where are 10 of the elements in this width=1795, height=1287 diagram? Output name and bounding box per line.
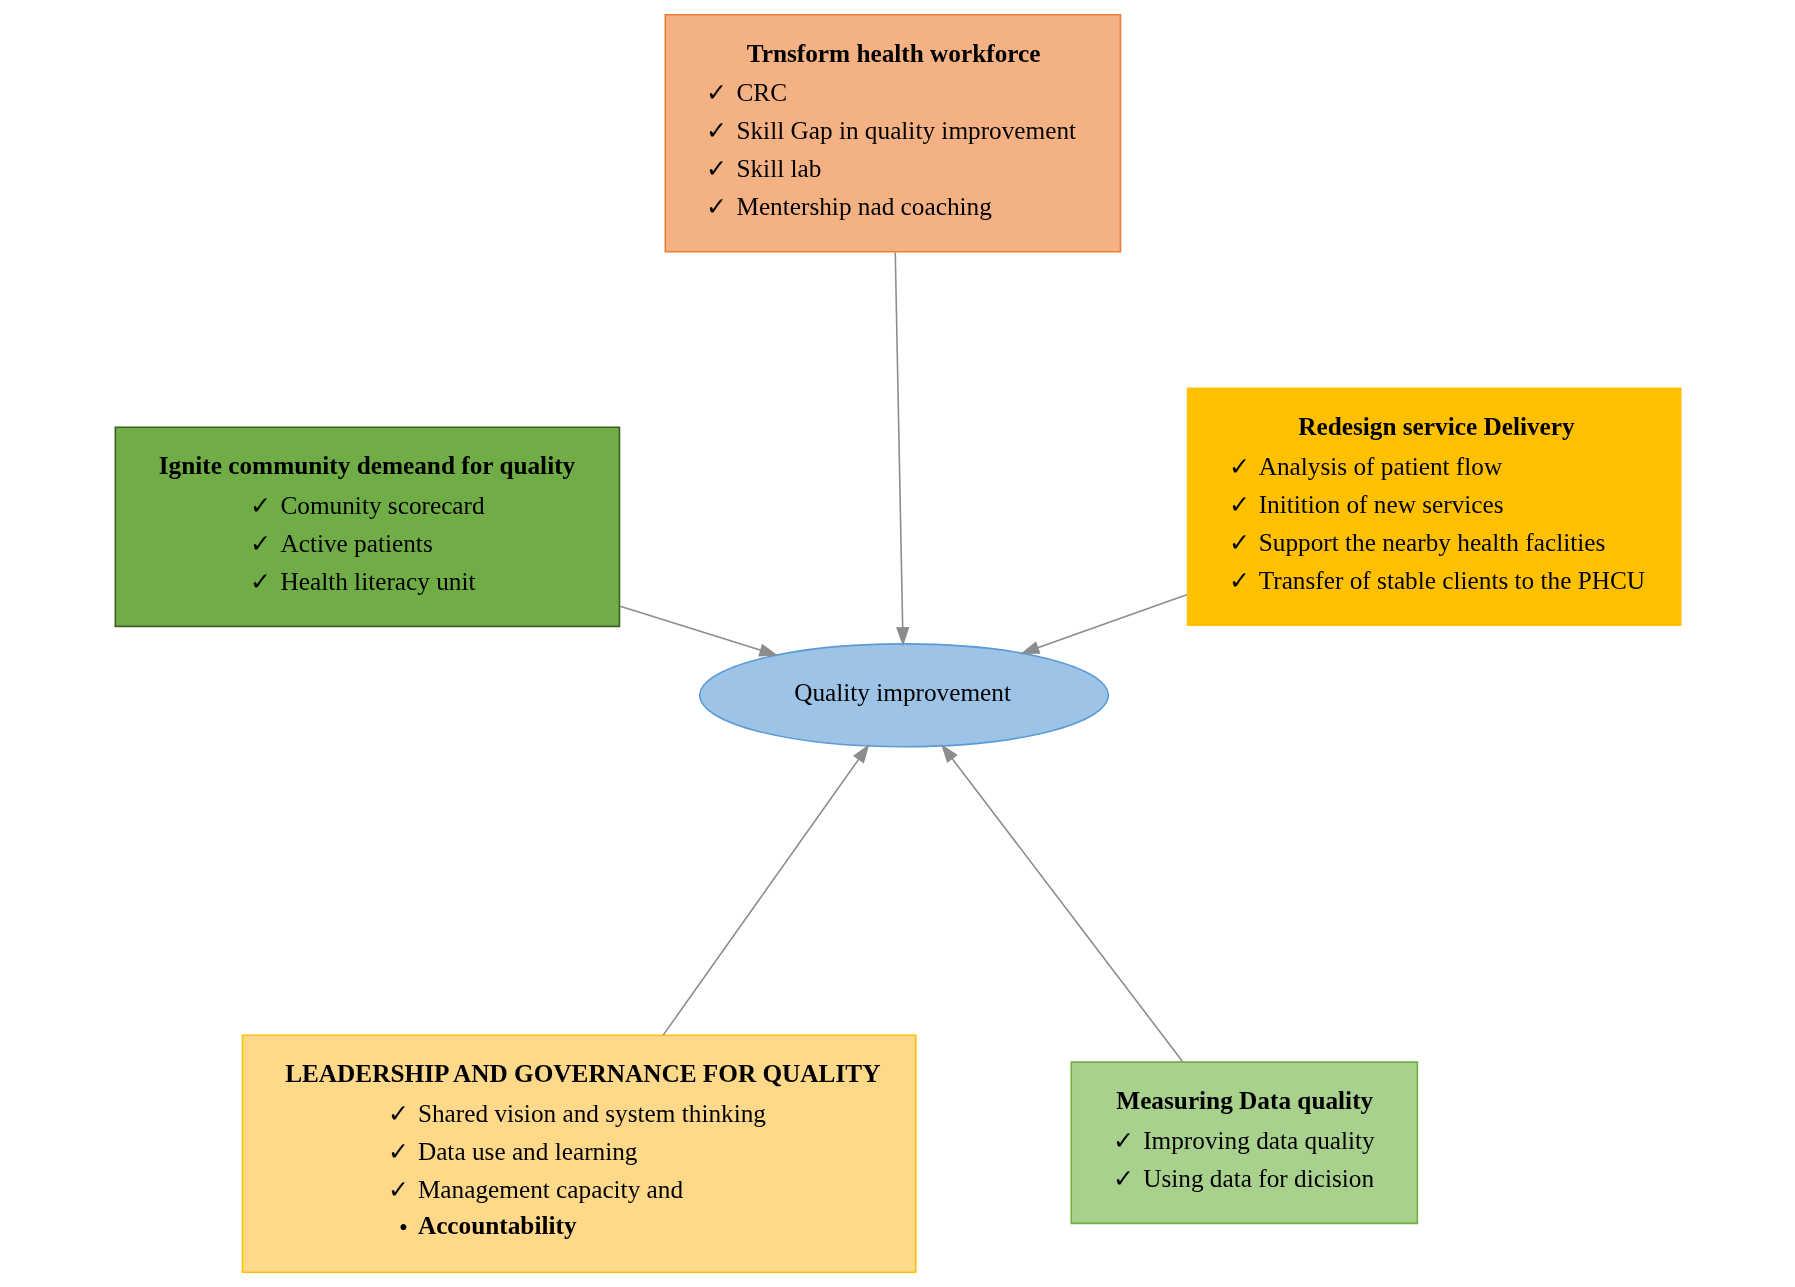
arrow (940, 743, 1183, 1063)
arrow (661, 744, 869, 1036)
node-box: LEADERSHIP AND GOVERNANCE FOR QUALITY ✓ Shared vision and system thinking ✓ Data use and learning ✓ Management capacity and • Accountability (241, 1034, 917, 1274)
node-box: Ignite community demeand for quality ✓ Comunity scorecard ✓ Active patients ✓ Health literacy unit (114, 426, 620, 628)
arrow (1019, 593, 1188, 654)
node-box: Redesign service Delivery ✓ Analysis of patient flow ✓ Initition of new services ✓ Support the nearby health faclities ✓ Transfer of stable clients to the PHCU (1186, 387, 1681, 627)
arrow (893, 251, 909, 647)
node-box: Measuring Data quality ✓ Improving data quality ✓ Using data for dicision (1070, 1061, 1418, 1225)
node-box: Trnsform health workforce ✓ CRC ✓ Skill Gap in quality improvement ✓ Skill lab ✓ Mentership nad coaching (664, 13, 1121, 253)
arrow (618, 605, 778, 657)
